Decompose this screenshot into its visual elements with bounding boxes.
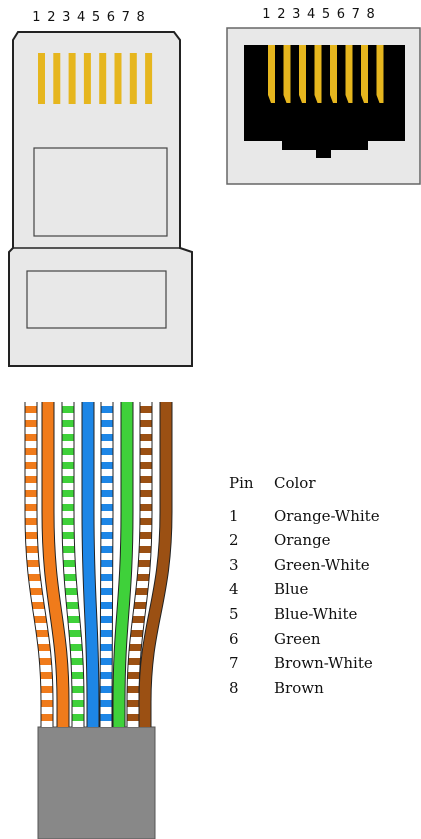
legend-pin: 2 bbox=[229, 531, 239, 550]
jack-contact-3 bbox=[299, 45, 306, 103]
plug-pin-number: 2 bbox=[47, 10, 56, 25]
jack-pin-number: 7 bbox=[351, 7, 360, 22]
jack-pin-number: 1 bbox=[262, 7, 271, 22]
plug-contact-1 bbox=[38, 53, 45, 104]
plug-contact-6 bbox=[114, 53, 122, 104]
legend-row: 4 Blue bbox=[229, 577, 380, 602]
plug-contact-4 bbox=[83, 53, 91, 104]
plug-contact-5 bbox=[99, 53, 107, 104]
plug-pin-number: 8 bbox=[136, 10, 145, 25]
legend-row: 1 Orange-White bbox=[229, 504, 380, 529]
legend-header-pin: Pin bbox=[229, 474, 254, 492]
legend-color: Brown-White bbox=[274, 654, 373, 673]
plug-pin-number: 3 bbox=[62, 10, 71, 25]
plug-pin-number: 1 bbox=[32, 10, 41, 25]
jack-pin-number: 2 bbox=[277, 7, 286, 22]
jack-contacts bbox=[268, 45, 384, 103]
jack-contact-2 bbox=[283, 45, 291, 103]
legend-pin: 8 bbox=[229, 678, 239, 697]
plug-window-upper bbox=[33, 147, 168, 237]
jack-pin-number: 3 bbox=[292, 7, 301, 22]
legend-pin: 4 bbox=[229, 580, 239, 599]
wire-pin-4 bbox=[82, 402, 99, 727]
plug-contact-3 bbox=[68, 53, 76, 104]
legend-pin: 6 bbox=[229, 629, 239, 648]
wire-pin-3 bbox=[62, 402, 84, 727]
wire-pin-6 bbox=[113, 402, 133, 727]
wire-pin-8 bbox=[139, 402, 172, 727]
legend-pin: 5 bbox=[229, 604, 239, 623]
jack-contact-1 bbox=[268, 45, 275, 103]
jack-pin-number: 5 bbox=[321, 7, 331, 22]
plug-contact-7 bbox=[129, 53, 137, 104]
legend-header-color: Color bbox=[274, 474, 316, 492]
legend-header: Pin Color bbox=[229, 471, 380, 496]
jack-pin-number: 4 bbox=[306, 7, 316, 22]
jack-pin-number: 6 bbox=[336, 7, 346, 22]
legend-pin: 1 bbox=[229, 506, 239, 525]
plug-pin-number: 4 bbox=[76, 10, 86, 25]
plug-pin-number: 7 bbox=[121, 10, 130, 25]
wire-pin-7 bbox=[127, 402, 152, 727]
plug-contact-8 bbox=[145, 53, 153, 104]
legend-pin: 3 bbox=[229, 555, 239, 574]
jack-contact-4 bbox=[314, 45, 322, 103]
jack-pin-number: 8 bbox=[366, 7, 375, 22]
legend-pin: 7 bbox=[229, 654, 239, 673]
legend-row: 8 Brown bbox=[229, 676, 380, 701]
plug-pin-number: 5 bbox=[91, 10, 101, 25]
legend-row: 2 Orange bbox=[229, 528, 380, 553]
plug-contact-2 bbox=[53, 53, 61, 104]
legend-color: Brown bbox=[274, 678, 324, 697]
wire-pin-5 bbox=[100, 402, 113, 727]
legend-color: Green-White bbox=[274, 555, 370, 574]
plug-window-lower bbox=[26, 270, 167, 329]
jack-contact-8 bbox=[376, 45, 384, 103]
wire-pin-1 bbox=[25, 402, 53, 727]
legend-row: 5 Blue-White bbox=[229, 602, 380, 627]
legend-color: Orange-White bbox=[274, 506, 380, 525]
jack-contact-7 bbox=[361, 45, 368, 103]
jack-contact-5 bbox=[330, 45, 337, 103]
legend-color: Green bbox=[274, 629, 321, 648]
legend-color: Blue bbox=[274, 580, 309, 599]
jack-contact-6 bbox=[345, 45, 353, 103]
legend-color: Orange bbox=[274, 531, 331, 550]
wire-bundle bbox=[24, 402, 173, 727]
legend-row: 3 Green-White bbox=[229, 553, 380, 578]
cable-jacket bbox=[37, 726, 156, 839]
plug-pin-number: 6 bbox=[106, 10, 116, 25]
legend-color: Blue-White bbox=[274, 604, 358, 623]
pinout-legend: Pin Color 1 Orange-White 2 Orange 3 Green-W… bbox=[229, 471, 380, 700]
plug-contacts bbox=[38, 53, 153, 104]
legend-row: 6 Green bbox=[229, 627, 380, 652]
wire-pin-2 bbox=[42, 402, 69, 727]
legend-row: 7 Brown-White bbox=[229, 651, 380, 676]
